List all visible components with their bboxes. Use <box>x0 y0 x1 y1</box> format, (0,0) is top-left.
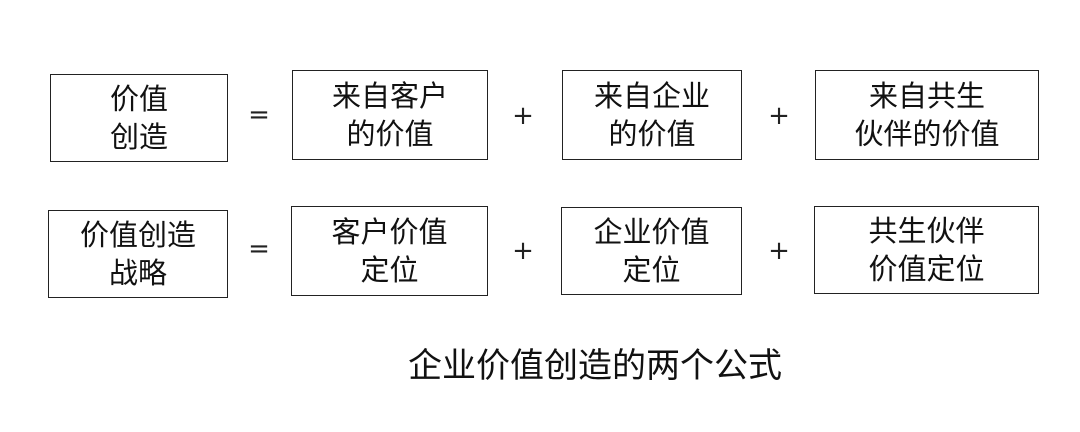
formula2-customer-positioning-box: 客户价值 定位 <box>291 206 488 296</box>
formula2-result-line2: 战略 <box>108 256 167 290</box>
formula2-term2-line1: 企业价值 <box>593 215 710 249</box>
formula1-result-line2: 创造 <box>109 120 168 154</box>
formula2-result-box: 价值创造 战略 <box>48 210 228 298</box>
formula1-term1-line1: 来自客户 <box>331 79 448 113</box>
formula2-term3-line1: 共生伙伴 <box>868 214 985 248</box>
formula1-term3-line1: 来自共生 <box>868 79 985 113</box>
formula1-result-line1: 价值 <box>109 82 168 116</box>
formula2-plus-sign-1: + <box>512 236 534 266</box>
formula2-plus-sign-2: + <box>768 236 790 266</box>
formula2-term2-line2: 定位 <box>622 253 681 287</box>
formula1-term1-line2: 的价值 <box>346 117 434 151</box>
formula2-equals-sign: = <box>248 234 270 264</box>
formula2-enterprise-positioning-box: 企业价值 定位 <box>561 207 742 295</box>
formula1-plus-sign-1: + <box>512 101 534 131</box>
formula1-term3-line2: 伙伴的价值 <box>854 117 1000 151</box>
formula2-term1-line1: 客户价值 <box>331 215 448 249</box>
formula1-plus-sign-2: + <box>768 101 790 131</box>
formula2-result-line1: 价值创造 <box>79 218 196 252</box>
formula1-term2-line1: 来自企业 <box>593 79 710 113</box>
formula1-term2-line2: 的价值 <box>608 117 696 151</box>
formula1-customer-value-box: 来自客户 的价值 <box>292 70 488 160</box>
formula2-term3-line2: 价值定位 <box>868 252 985 286</box>
formula1-result-box: 价值 创造 <box>50 74 228 162</box>
formula1-equals-sign: = <box>248 100 270 130</box>
formula1-partner-value-box: 来自共生 伙伴的价值 <box>815 70 1039 160</box>
formula2-term1-line2: 定位 <box>360 253 419 287</box>
formula1-enterprise-value-box: 来自企业 的价值 <box>562 70 742 160</box>
formula2-partner-positioning-box: 共生伙伴 价值定位 <box>814 206 1039 294</box>
diagram-caption: 企业价值创造的两个公式 <box>408 346 782 386</box>
